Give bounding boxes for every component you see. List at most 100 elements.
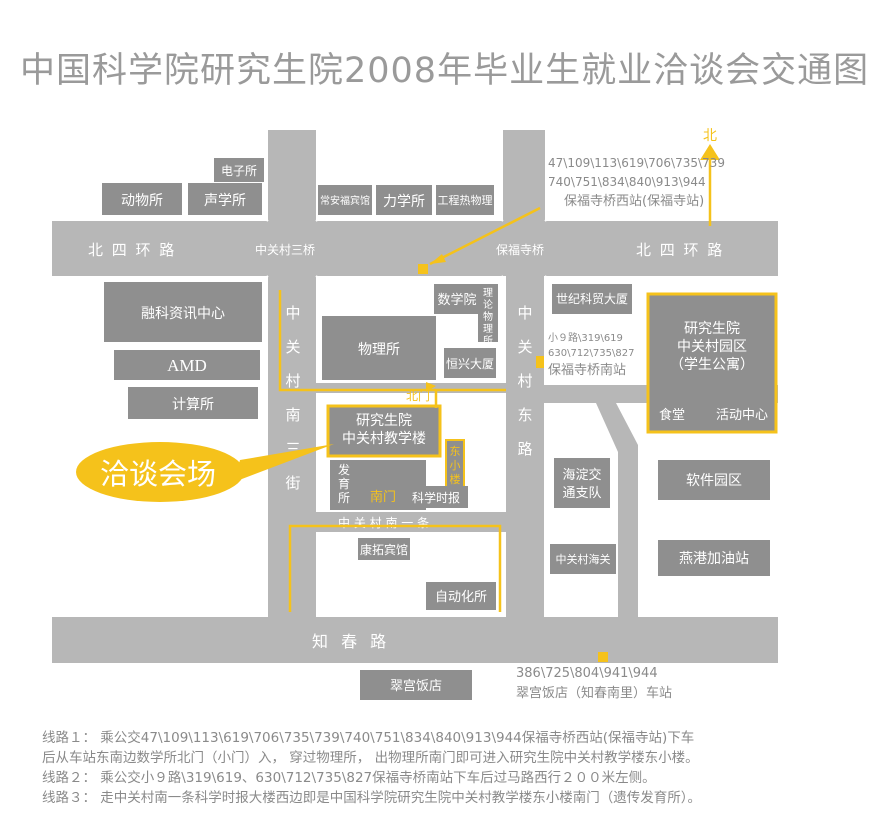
svg-text:47\109\113\619\706\735\739: 47\109\113\619\706\735\739 — [548, 156, 725, 170]
road-label-nansanjie: 中关村 南三街 — [285, 304, 300, 492]
bldg-gsy-park — [646, 292, 778, 434]
svg-text:数学院: 数学院 — [437, 292, 476, 308]
bldg-kangtuo — [358, 538, 410, 560]
svg-text:恒兴大厦: 恒兴大厦 — [446, 357, 494, 371]
bus-stop-texts: 47\109\113\619\706\735\739 740\751\834\8… — [516, 156, 725, 701]
svg-text:论: 论 — [483, 298, 493, 311]
svg-text:活动中心: 活动中心 — [716, 408, 768, 423]
road-zhichun — [52, 617, 778, 663]
bldg-wuli — [322, 316, 436, 380]
bus-stop-bfs-south — [536, 356, 544, 368]
svg-text:自动化所: 自动化所 — [435, 590, 487, 605]
svg-text:中关村园区: 中关村园区 — [677, 339, 747, 355]
svg-text:常安福宾馆: 常安福宾馆 — [320, 194, 370, 207]
svg-text:村: 村 — [517, 372, 532, 390]
bldg-cuigong — [360, 670, 472, 700]
svg-text:食堂: 食堂 — [659, 407, 685, 423]
svg-text:保福寺桥南站: 保福寺桥南站 — [548, 362, 626, 378]
svg-text:保福寺桥西站(保福寺站): 保福寺桥西站(保福寺站) — [564, 194, 704, 209]
svg-text:物: 物 — [483, 310, 493, 323]
road-bfs-vertical-north — [503, 130, 545, 274]
road-bei-si-huan — [52, 221, 778, 276]
beimen-label: 北门 — [406, 388, 430, 403]
svg-text:计算所: 计算所 — [172, 397, 214, 413]
routes — [278, 150, 712, 612]
note-line-3: 线路２： 乘公交小９路\319\619、630\712\735\827保福寺桥南… — [42, 770, 656, 786]
bldg-rongke — [104, 282, 262, 342]
bldg-amd — [114, 350, 260, 380]
venue-ellipse — [76, 442, 244, 502]
bldg-lixue — [376, 185, 432, 215]
svg-text:街: 街 — [285, 474, 300, 492]
svg-text:所: 所 — [483, 335, 493, 347]
svg-text:630\712\735\827: 630\712\735\827 — [548, 348, 634, 359]
svg-text:动物所: 动物所 — [121, 193, 163, 209]
svg-text:理: 理 — [483, 287, 493, 299]
road-label-bfs-qiao: 保福寺桥 — [496, 242, 544, 257]
buildings: 电子所 动物所 声学所 常安福宾馆 力学所 工程热物理 融科资讯中心 AMD 计… — [102, 158, 778, 700]
bldg-lilun-label: 理论物 理所 — [483, 287, 493, 347]
road-label-nanyitiao: 中 关 村 南 一 条 — [338, 515, 429, 530]
bldg-dongxiaolou-label: 东小楼 — [450, 445, 461, 486]
note-line-4: 线路３： 走中关村南一条科学时报大楼西边即是中国科学院研究生院中关村教学楼东小楼… — [42, 790, 702, 806]
route-2 — [434, 388, 506, 408]
note-line-1: 线路１： 乘公交47\109\113\619\706\735\739\740\7… — [42, 730, 695, 746]
map-title: 中国科学院研究生院2008年毕业生就业洽谈会交通图 — [20, 51, 869, 91]
svg-text:386\725\804\941\944: 386\725\804\941\944 — [516, 666, 658, 681]
svg-text:小９路\319\619: 小９路\319\619 — [548, 331, 623, 344]
bldg-lilun — [478, 284, 498, 342]
bldg-kexue — [404, 486, 468, 508]
bus-stop-bfs-west — [418, 264, 428, 274]
svg-text:东: 东 — [517, 406, 532, 424]
route-1 — [278, 290, 436, 392]
svg-text:翠宫饭店: 翠宫饭店 — [390, 679, 442, 694]
svg-text:关: 关 — [285, 338, 300, 356]
venue-label: 洽谈会场 — [100, 457, 216, 491]
bldg-shiji — [552, 284, 632, 314]
svg-text:中关村海关: 中关村海关 — [556, 552, 611, 566]
venue-callout: 洽谈会场 — [76, 442, 334, 502]
transport-map: 北 四 环 路 北 四 环 路 中关村三桥 保福寺桥 中 关 村 南 一 条 知… — [52, 128, 778, 701]
svg-text:康拓宾馆: 康拓宾馆 — [360, 542, 408, 557]
svg-text:中关村教学楼: 中关村教学楼 — [342, 431, 426, 447]
svg-text:工程热物理: 工程热物理 — [438, 193, 493, 207]
bldg-shuxue — [434, 284, 480, 314]
road-diagonal — [596, 403, 638, 617]
svg-text:南门: 南门 — [370, 489, 396, 505]
bldg-teaching — [326, 404, 442, 458]
bldg-zidong — [426, 582, 496, 610]
svg-text:研究生院: 研究生院 — [356, 413, 412, 429]
venue-pointer — [234, 444, 334, 482]
svg-text:南: 南 — [285, 406, 300, 424]
svg-text:翠宫饭店（知春南里）车站: 翠宫饭店（知春南里）车站 — [516, 685, 672, 701]
svg-text:海淀交: 海淀交 — [562, 467, 601, 483]
bldg-shengxue — [188, 183, 262, 215]
compass-label: 北 — [703, 128, 717, 144]
svg-text:村: 村 — [285, 372, 300, 390]
svg-text:发: 发 — [338, 462, 350, 477]
svg-text:（学生公寓）: （学生公寓） — [670, 356, 754, 373]
svg-text:小: 小 — [450, 459, 461, 472]
road-zgc-nansanjie — [268, 274, 316, 619]
road-label-bei-si-huan-west: 北 四 环 路 — [88, 241, 176, 259]
road-lane — [316, 383, 506, 393]
bldg-hengxing — [444, 348, 496, 378]
road-label-bei-si-huan-east: 北 四 环 路 — [636, 241, 724, 259]
bus-stop-cuigong — [598, 652, 608, 662]
bldg-dianzi — [214, 158, 264, 182]
bldg-software — [658, 460, 770, 500]
svg-text:楼: 楼 — [450, 472, 461, 486]
bldg-haidian — [554, 458, 610, 508]
bldg-haiguan — [550, 544, 616, 574]
svg-text:东: 东 — [450, 445, 461, 458]
svg-text:世纪科贸大厦: 世纪科贸大厦 — [556, 292, 628, 306]
bldg-yangang — [658, 540, 770, 576]
arrow-to-beimen — [426, 382, 436, 392]
svg-text:740\751\834\840\913\944: 740\751\834\840\913\944 — [548, 175, 706, 189]
note-line-2: 后从车站东南边数学所北门（小门）入， 穿过物理所， 出物理所南门即可进入研究生院… — [42, 750, 699, 766]
arrow-to-bfs — [430, 254, 446, 264]
bldg-fayu-label: 发育所 — [338, 462, 350, 505]
road-label-zgc-san-qiao: 中关村三桥 — [255, 242, 315, 257]
route-notes: 线路１： 乘公交47\109\113\619\706\735\739\740\7… — [42, 728, 842, 808]
svg-text:通支队: 通支队 — [562, 486, 601, 501]
